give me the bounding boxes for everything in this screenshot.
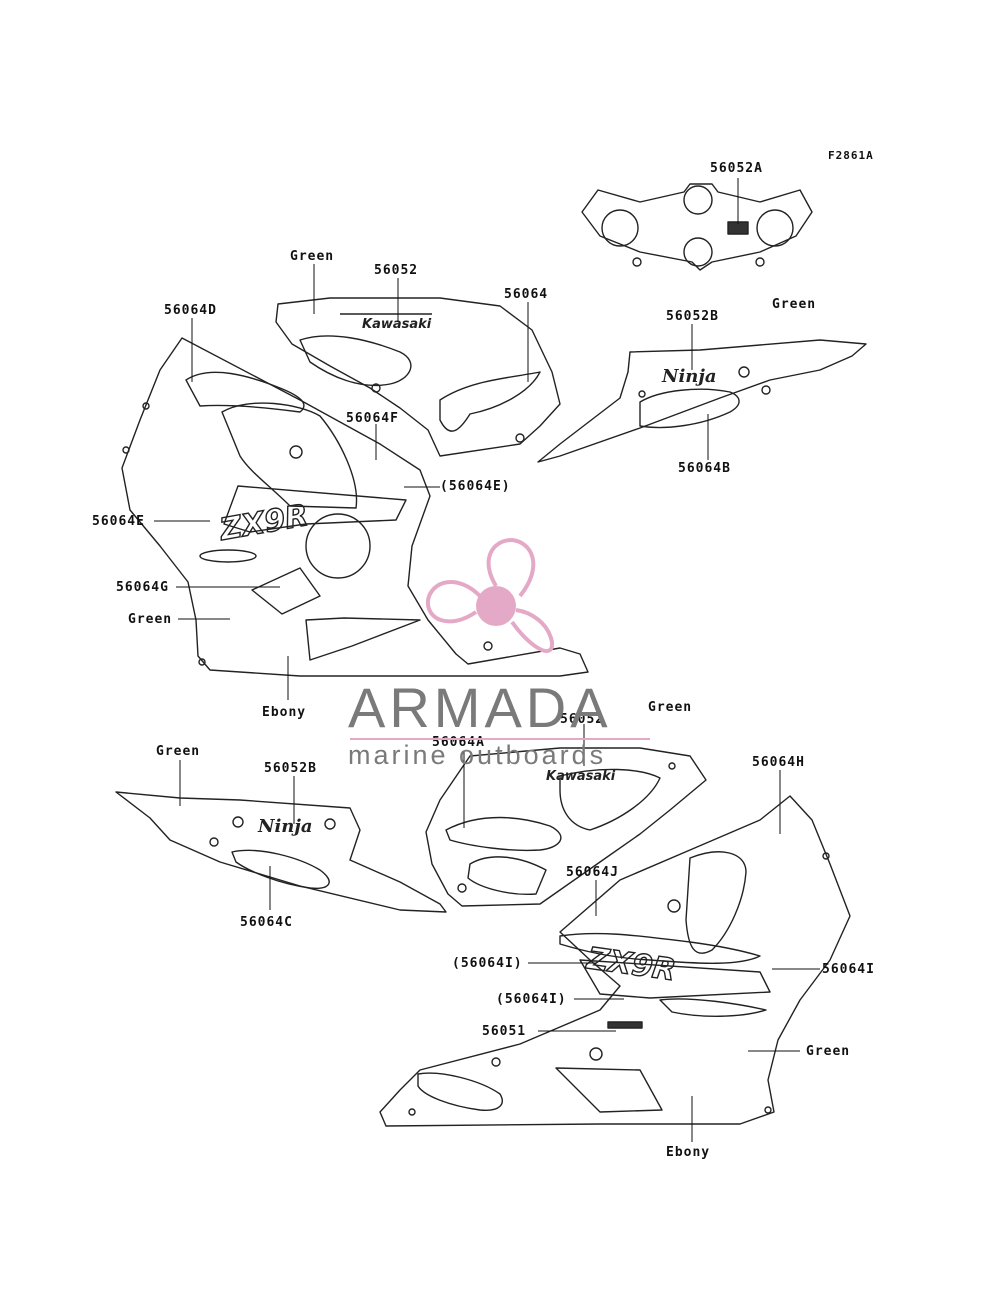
left-fairing-part bbox=[121, 337, 589, 677]
callout-green-bottom-right: Green bbox=[806, 1044, 851, 1059]
callout-56064B: 56064B bbox=[678, 461, 731, 476]
callout-ebony-left: Ebony bbox=[262, 705, 307, 720]
ninja-decal-left: Ninja bbox=[257, 816, 313, 837]
callout-56052-mid: 56052 bbox=[560, 712, 605, 727]
watermark-title: ARMADA bbox=[348, 676, 612, 739]
kawasaki-decal-top: Kawasaki bbox=[362, 317, 432, 332]
callout-56052B-top: 56052B bbox=[666, 309, 719, 324]
callout-56064H: 56064H bbox=[752, 755, 805, 770]
callout-56064F: 56064F bbox=[346, 411, 399, 426]
watermark-subtitle: marine outboards bbox=[348, 740, 607, 770]
right-fairing-part bbox=[379, 795, 851, 1127]
callout-green-top: Green bbox=[290, 249, 335, 264]
tail-left-part bbox=[115, 791, 447, 913]
callout-56064C: 56064C bbox=[240, 915, 293, 930]
callout-56064J: 56064J bbox=[566, 865, 619, 880]
watermark-divider bbox=[350, 738, 650, 740]
callout-green-top-right: Green bbox=[772, 297, 817, 312]
kawasaki-decal-lower: Kawasaki bbox=[546, 769, 616, 784]
callout-56051: 56051 bbox=[482, 1024, 527, 1039]
leader-lines bbox=[154, 178, 820, 1142]
callout-green-mid: Green bbox=[648, 700, 693, 715]
callout-56064D: 56064D bbox=[164, 303, 217, 318]
figure-code: F2861A bbox=[828, 149, 874, 162]
ninja-decal-right: Ninja bbox=[661, 366, 717, 387]
callout-56064G: 56064G bbox=[116, 580, 169, 595]
upper-cowl-top-part bbox=[275, 297, 561, 457]
callout-56064E-paren: (56064E) bbox=[440, 479, 511, 494]
callout-56052A: 56052A bbox=[710, 161, 763, 176]
lower-cowl-top-part bbox=[425, 747, 707, 907]
callout-green-bottom-left: Green bbox=[156, 744, 201, 759]
callout-56052-top: 56052 bbox=[374, 263, 419, 278]
zx9r-decal-right: ZX9R bbox=[584, 941, 678, 988]
callout-56052B-bottom: 56052B bbox=[264, 761, 317, 776]
callout-56064I: 56064I bbox=[822, 962, 875, 977]
armada-propeller-logo bbox=[425, 537, 555, 654]
meter-panel-part bbox=[581, 183, 813, 271]
callout-56064I-paren-2: (56064I) bbox=[496, 992, 567, 1007]
callout-green-left: Green bbox=[128, 612, 173, 627]
callout-56064: 56064 bbox=[504, 287, 549, 302]
tail-right-part bbox=[537, 339, 867, 463]
callout-ebony-bottom-right: Ebony bbox=[666, 1145, 711, 1160]
callout-56064E: 56064E bbox=[92, 514, 145, 529]
callout-56064I-paren-1: (56064I) bbox=[452, 956, 523, 971]
